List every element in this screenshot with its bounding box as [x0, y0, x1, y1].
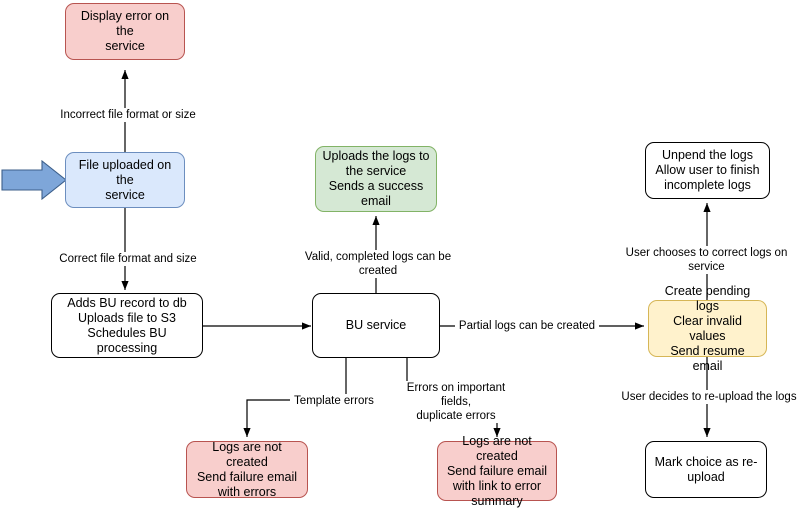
- node-file-uploaded[interactable]: File uploaded on the service: [65, 152, 185, 208]
- node-bu-service[interactable]: BU service: [312, 293, 440, 358]
- node-create-pending-logs[interactable]: Create pending logs Clear invalid values…: [648, 284, 767, 373]
- edge-label-valid-logs: Valid, completed logs can be created: [283, 250, 473, 278]
- edge-label-user-reuploads: User decides to re-upload the logs: [619, 390, 799, 404]
- node-mark-choice[interactable]: Mark choice as re- upload: [645, 441, 767, 498]
- edge-label-incorrect-format: Incorrect file format or size: [56, 108, 200, 122]
- node-adds-bu-record[interactable]: Adds BU record to db Uploads file to S3 …: [51, 293, 203, 358]
- edge-label-correct-format: Correct file format and size: [56, 252, 200, 266]
- node-uploads-logs[interactable]: Uploads the logs to the service Sends a …: [315, 146, 437, 212]
- edge-label-template-errors: Template errors: [290, 394, 378, 408]
- edge-label-user-corrects: User chooses to correct logs on service: [608, 246, 801, 274]
- node-unpend-logs[interactable]: Unpend the logs Allow user to finish inc…: [645, 142, 770, 199]
- edge-label-important-field-errors: Errors on important fields, duplicate er…: [395, 381, 517, 423]
- node-display-error[interactable]: Display error on the service: [65, 3, 185, 60]
- edge-label-partial-logs: Partial logs can be created: [455, 319, 599, 333]
- node-logs-not-created-errors[interactable]: Logs are not created Send failure email …: [186, 440, 308, 499]
- entry-arrow: [1, 159, 67, 201]
- node-logs-not-created-summary[interactable]: Logs are not created Send failure email …: [437, 434, 557, 508]
